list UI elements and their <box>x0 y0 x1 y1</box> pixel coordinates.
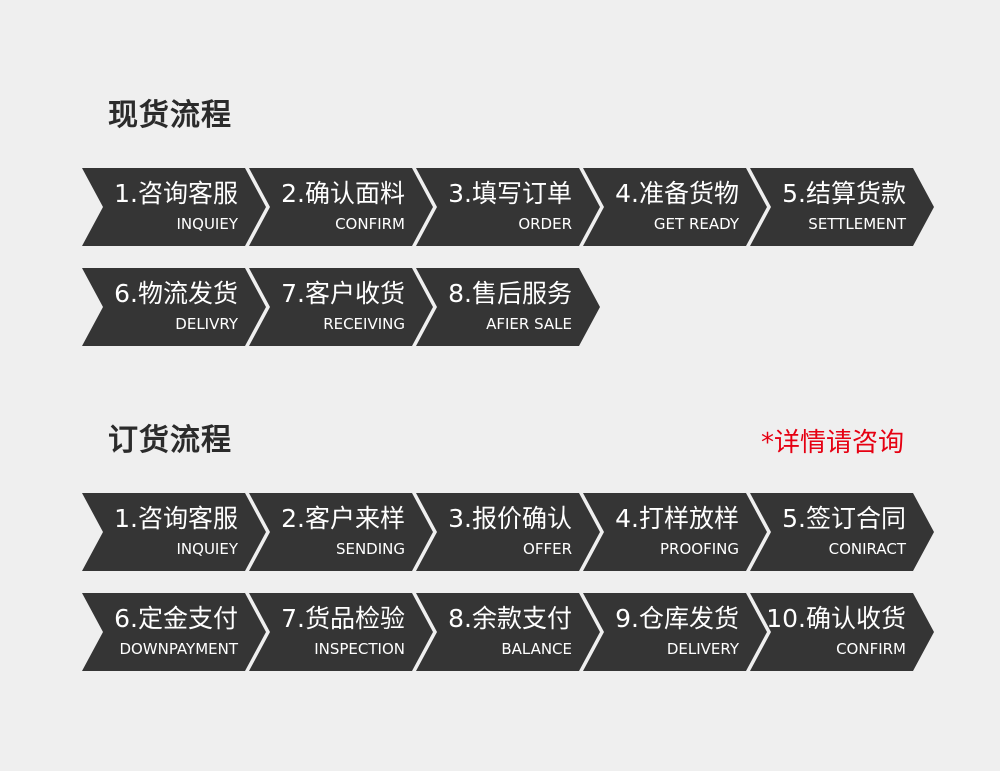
step-cn-label: 8.售后服务 <box>448 279 572 308</box>
step-en-label: DOWNPAYMENT <box>119 640 238 658</box>
spot-process-row-1: 1.咨询客服 INQUIEY 2.确认面料 CONFIRM 3.填写订单 ORD… <box>82 168 942 246</box>
order-process-row-1: 1.咨询客服 INQUIEY 2.客户来样 SENDING 3.报价确认 OFF… <box>82 493 942 571</box>
step-chevron-shape <box>750 493 934 571</box>
order-step-downpayment[interactable]: 6.定金支付 DOWNPAYMENT <box>82 593 266 671</box>
step-en-label: ORDER <box>518 215 572 233</box>
step-en-label: INSPECTION <box>314 640 405 658</box>
step-chevron-shape <box>82 593 266 671</box>
step-en-label: PROOFING <box>660 540 739 558</box>
step-en-label: RECEIVING <box>323 315 405 333</box>
step-en-label: SETTLEMENT <box>808 215 906 233</box>
spot-step-delivery[interactable]: 6.物流发货 DELIVRY <box>82 268 266 346</box>
spot-step-receiving[interactable]: 7.客户收货 RECEIVING <box>249 268 433 346</box>
step-chevron-shape <box>416 593 600 671</box>
step-cn-label: 3.填写订单 <box>448 179 572 208</box>
step-chevron-shape <box>750 168 934 246</box>
spot-step-inquiry[interactable]: 1.咨询客服 INQUIEY <box>82 168 266 246</box>
step-chevron-shape <box>416 493 600 571</box>
step-chevron-shape <box>416 268 600 346</box>
step-chevron-shape <box>750 593 934 671</box>
order-step-inspection[interactable]: 7.货品检验 INSPECTION <box>249 593 433 671</box>
order-process-title: 订货流程 <box>108 423 232 458</box>
step-chevron-shape <box>416 168 600 246</box>
step-cn-label: 8.余款支付 <box>448 604 572 633</box>
spot-step-order[interactable]: 3.填写订单 ORDER <box>416 168 600 246</box>
step-chevron-shape <box>249 268 433 346</box>
order-step-confirm-receipt[interactable]: 10.确认收货 CONFIRM <box>750 593 934 671</box>
step-en-label: INQUIEY <box>176 540 239 558</box>
step-en-label: DELIVERY <box>666 640 739 658</box>
step-cn-label: 2.客户来样 <box>281 504 405 533</box>
order-step-sending[interactable]: 2.客户来样 SENDING <box>249 493 433 571</box>
order-process-row-2: 6.定金支付 DOWNPAYMENT 7.货品检验 INSPECTION 8.余… <box>82 593 942 671</box>
inquiry-note: *详情请咨询 <box>760 428 904 458</box>
step-cn-label: 4.准备货物 <box>615 179 739 208</box>
order-step-proofing[interactable]: 4.打样放样 PROOFING <box>583 493 767 571</box>
step-en-label: DELIVRY <box>175 315 238 333</box>
step-en-label: CONFIRM <box>836 640 906 658</box>
step-cn-label: 1.咨询客服 <box>114 504 238 533</box>
step-en-label: BALANCE <box>501 640 572 658</box>
order-step-offer[interactable]: 3.报价确认 OFFER <box>416 493 600 571</box>
spot-process-row-2: 6.物流发货 DELIVRY 7.客户收货 RECEIVING 8.售后服务 A… <box>82 268 942 346</box>
step-cn-label: 5.结算货款 <box>782 179 906 208</box>
step-en-label: GET READY <box>653 215 739 233</box>
step-chevron-shape <box>583 168 767 246</box>
step-cn-label: 2.确认面料 <box>281 179 405 208</box>
spot-process-title: 现货流程 <box>108 98 232 133</box>
step-cn-label: 6.物流发货 <box>114 279 238 308</box>
step-chevron-shape <box>82 268 266 346</box>
step-chevron-shape <box>583 593 767 671</box>
step-cn-label: 7.货品检验 <box>281 604 405 633</box>
step-chevron-shape <box>249 593 433 671</box>
step-chevron-shape <box>249 493 433 571</box>
order-step-contract[interactable]: 5.签订合同 CONIRACT <box>750 493 934 571</box>
step-en-label: SENDING <box>335 540 405 558</box>
step-cn-label: 5.签订合同 <box>782 504 906 533</box>
step-en-label: CONIRACT <box>828 540 906 558</box>
step-en-label: CONFIRM <box>335 215 405 233</box>
step-cn-label: 7.客户收货 <box>281 279 405 308</box>
step-chevron-shape <box>82 493 266 571</box>
order-step-warehouse-delivery[interactable]: 9.仓库发货 DELIVERY <box>583 593 767 671</box>
step-cn-label: 9.仓库发货 <box>615 604 739 633</box>
step-cn-label: 1.咨询客服 <box>114 179 238 208</box>
step-chevron-shape <box>583 493 767 571</box>
step-cn-label: 4.打样放样 <box>615 504 739 533</box>
order-step-inquiry[interactable]: 1.咨询客服 INQUIEY <box>82 493 266 571</box>
spot-step-after-sale[interactable]: 8.售后服务 AFIER SALE <box>416 268 600 346</box>
step-chevron-shape <box>82 168 266 246</box>
step-en-label: OFFER <box>523 540 572 558</box>
step-cn-label: 6.定金支付 <box>114 604 238 633</box>
step-cn-label: 3.报价确认 <box>448 504 572 533</box>
spot-step-settlement[interactable]: 5.结算货款 SETTLEMENT <box>750 168 934 246</box>
spot-step-get-ready[interactable]: 4.准备货物 GET READY <box>583 168 767 246</box>
order-step-balance[interactable]: 8.余款支付 BALANCE <box>416 593 600 671</box>
step-en-label: INQUIEY <box>176 215 239 233</box>
step-cn-label: 10.确认收货 <box>766 604 906 633</box>
step-chevron-shape <box>249 168 433 246</box>
step-en-label: AFIER SALE <box>486 315 572 333</box>
spot-step-confirm-fabric[interactable]: 2.确认面料 CONFIRM <box>249 168 433 246</box>
